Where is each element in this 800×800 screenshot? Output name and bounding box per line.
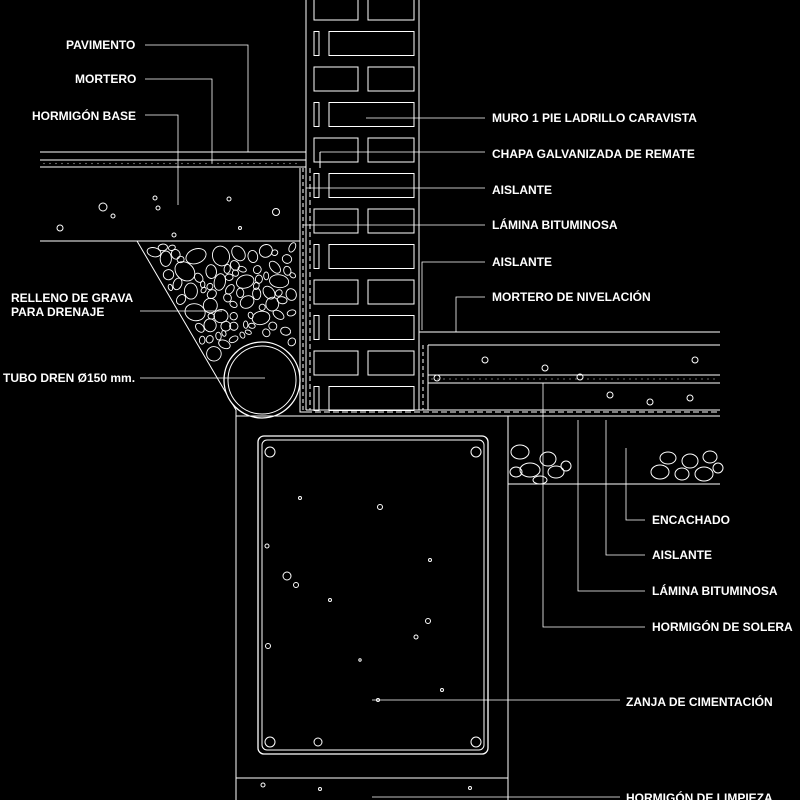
label-muro: MURO 1 PIE LADRILLO CARAVISTA — [492, 111, 697, 125]
label-hormigon-limpieza: HORMIGÓN DE LIMPIEZA — [626, 790, 773, 800]
exterior-floor-layers — [40, 151, 306, 242]
gravel-drainage-fill — [136, 240, 297, 411]
label-lamina-2: LÁMINA BITUMINOSA — [652, 583, 778, 598]
label-lamina-1: LÁMINA BITUMINOSA — [492, 217, 618, 232]
interior-slab-layers — [419, 331, 724, 485]
labels: PAVIMENTO MORTERO HORMIGÓN BASE MURO 1 P… — [3, 38, 793, 800]
brick-wall — [305, 0, 420, 411]
label-aislante-3: AISLANTE — [652, 548, 712, 562]
label-grava-1: RELLENO DE GRAVA — [11, 291, 134, 305]
label-zanja: ZANJA DE CIMENTACIÓN — [626, 694, 773, 709]
label-pavimento: PAVIMENTO — [66, 38, 135, 52]
label-hormigon-solera: HORMIGÓN DE SOLERA — [652, 619, 793, 634]
label-mortero-nivelacion: MORTERO DE NIVELACIÓN — [492, 289, 651, 304]
label-aislante-1: AISLANTE — [492, 183, 552, 197]
drain-pipe — [223, 341, 301, 419]
label-chapa: CHAPA GALVANIZADA DE REMATE — [492, 147, 695, 161]
label-aislante-2: AISLANTE — [492, 255, 552, 269]
label-tubo: TUBO DREN Ø150 mm. — [3, 371, 135, 385]
leader-lines — [140, 44, 645, 798]
foundation-trench — [235, 410, 509, 800]
label-hormigon-base: HORMIGÓN BASE — [32, 108, 136, 123]
galvanized-flashing-and-membrane — [299, 152, 720, 417]
label-encachado: ENCACHADO — [652, 513, 730, 527]
label-mortero: MORTERO — [75, 72, 136, 86]
label-grava-2: PARA DRENAJE — [11, 305, 104, 319]
